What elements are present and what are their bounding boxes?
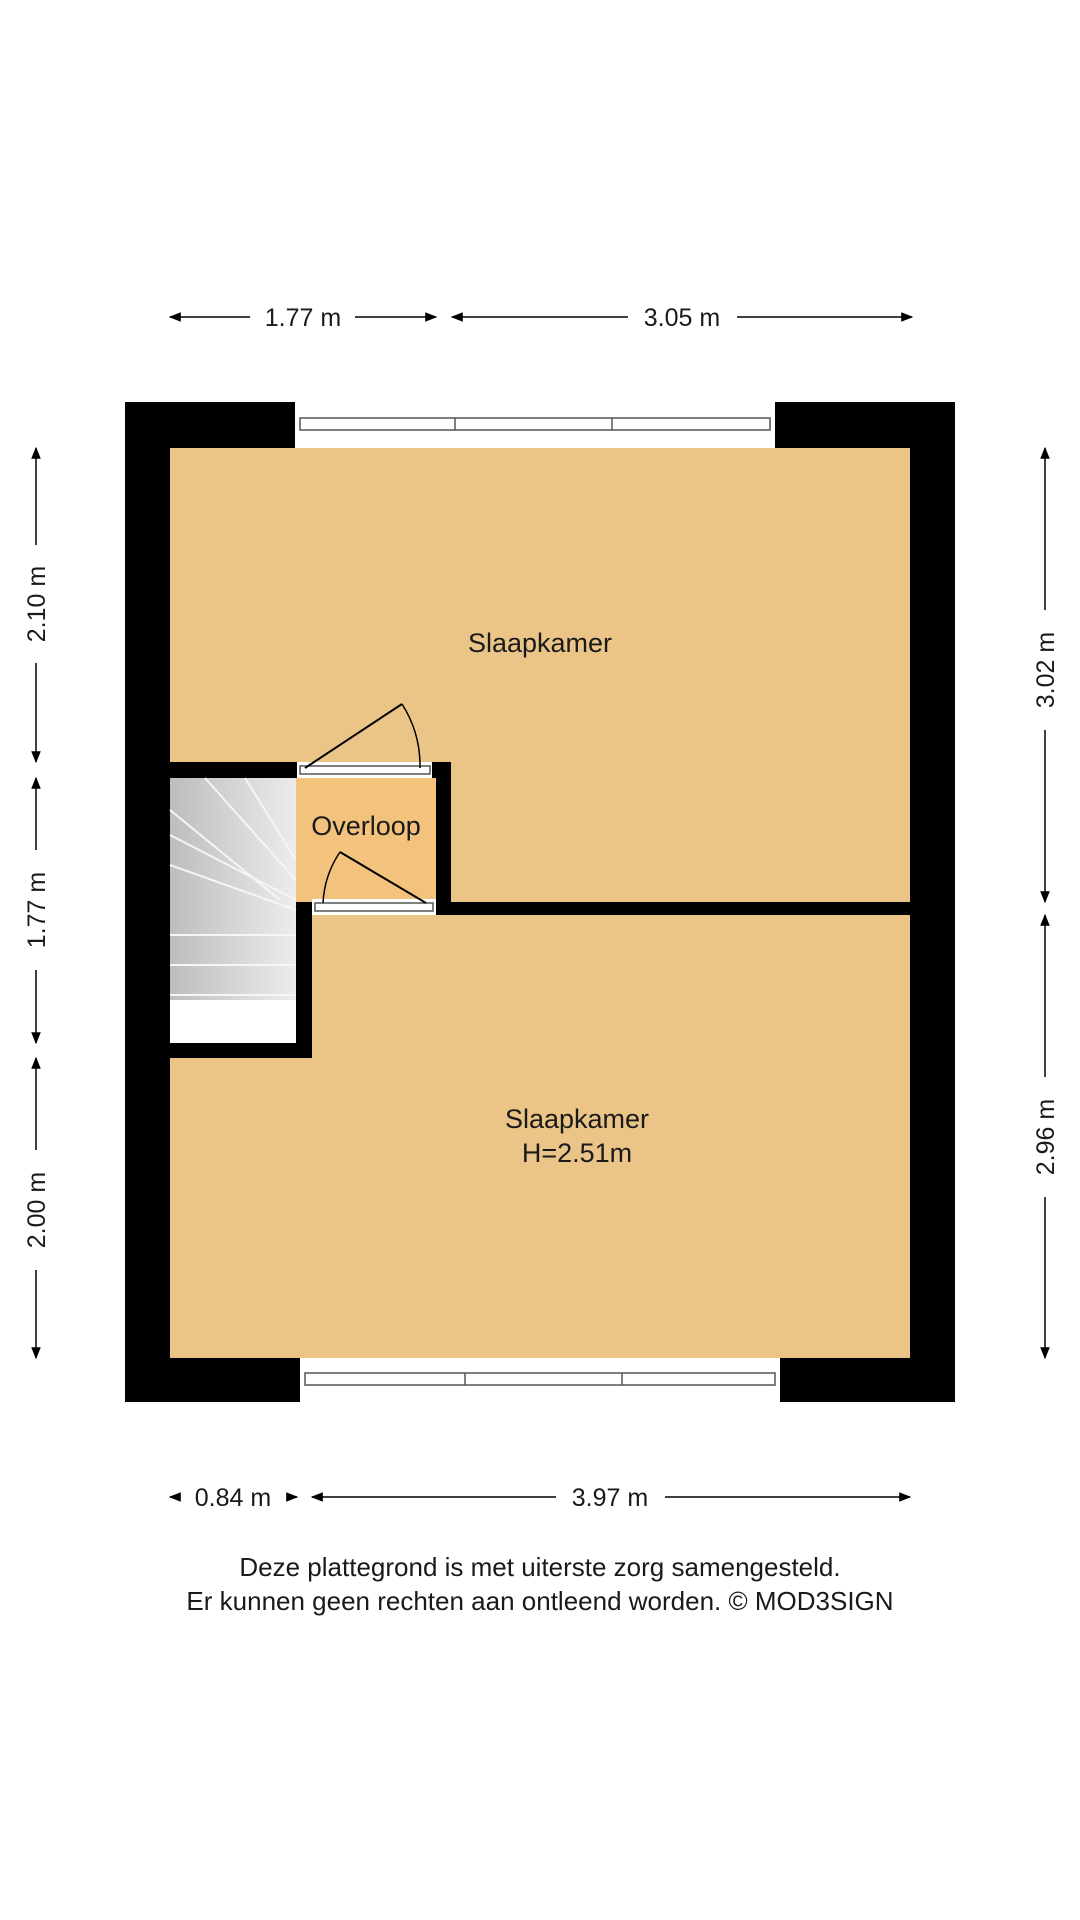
- interior-wall-partition: [445, 902, 915, 915]
- dim-label-left-bottom: 2.00 m: [23, 1172, 51, 1248]
- dim-label-right-bottom: 2.96 m: [1032, 1099, 1060, 1175]
- dim-label-top-left: 1.77 m: [265, 304, 341, 332]
- window-top: [295, 402, 775, 448]
- stairs: [170, 778, 296, 1043]
- dim-label-bottom-left: 0.84 m: [195, 1484, 271, 1512]
- disclaimer-line-2: Er kunnen geen rechten aan ontleend word…: [186, 1586, 894, 1616]
- disclaimer: Deze plattegrond is met uiterste zorg sa…: [0, 1550, 1080, 1618]
- dim-label-bottom-right: 3.97 m: [572, 1484, 648, 1512]
- dimension-right-bottom: 2.96 m: [1032, 913, 1060, 1360]
- stair-lines: [169, 777, 297, 996]
- dimension-left-top: 2.10 m: [23, 446, 51, 764]
- dim-label-left-top: 2.10 m: [23, 566, 51, 642]
- label-ceiling-height: H=2.51m: [522, 1138, 632, 1168]
- label-slaapkamer-top: Slaapkamer: [468, 628, 612, 658]
- dimension-bottom-left: 0.84 m: [168, 1484, 299, 1512]
- dimension-right-top: 3.02 m: [1032, 446, 1060, 904]
- disclaimer-line-1: Deze plattegrond is met uiterste zorg sa…: [239, 1552, 841, 1582]
- door-bottom: [312, 851, 436, 915]
- stairs-landing: [170, 1000, 296, 1043]
- window-bottom: [300, 1358, 780, 1402]
- room-slaapkamer-bottom-fill: [312, 915, 451, 1058]
- room-overloop: [296, 778, 436, 902]
- dimension-bottom-right: 3.97 m: [310, 1484, 912, 1512]
- dimension-left-middle: 1.77 m: [23, 776, 51, 1045]
- dimension-top-left: 1.77 m: [168, 304, 438, 332]
- dimension-top-right: 3.05 m: [450, 304, 914, 332]
- label-slaapkamer-bottom: Slaapkamer: [505, 1104, 649, 1134]
- door-top: [297, 703, 432, 778]
- dimension-left-bottom: 2.00 m: [23, 1056, 51, 1360]
- dim-label-left-middle: 1.77 m: [23, 872, 51, 948]
- label-overloop: Overloop: [311, 811, 421, 841]
- dim-label-top-right: 3.05 m: [644, 304, 720, 332]
- dim-label-right-top: 3.02 m: [1032, 632, 1060, 708]
